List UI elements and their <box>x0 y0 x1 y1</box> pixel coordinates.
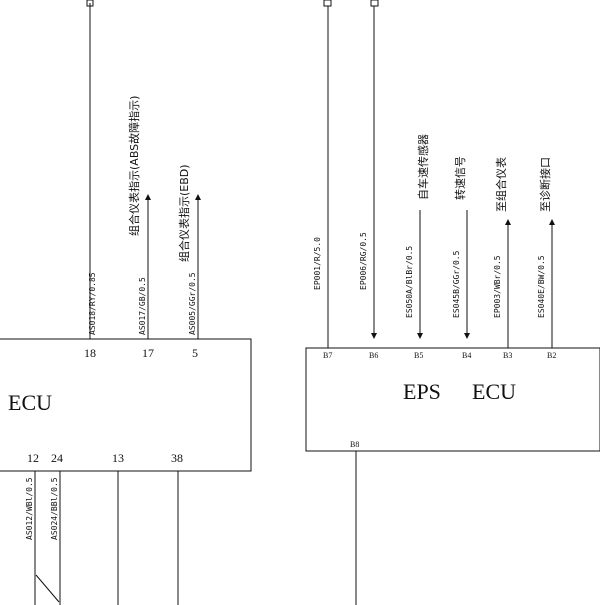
pin-5: 5 <box>192 346 198 360</box>
pin-b4: B4 <box>462 351 471 360</box>
abs-ecu-box <box>0 338 252 472</box>
wire-code-as024: AS024/BBl/0.5 <box>50 477 59 540</box>
eps-ecu-label-left: EPS <box>403 379 441 404</box>
pin-b2: B2 <box>547 351 556 360</box>
eps-ecu-box <box>305 347 600 452</box>
pin-b6: B6 <box>369 351 378 360</box>
pin-b3: B3 <box>503 351 512 360</box>
wire-code-es040e: ES040E/BW/0.5 <box>537 255 546 318</box>
wire-code-ep003: EP003/WBr/0.5 <box>493 255 502 318</box>
destination-abs-warning: 组合仪表指示(ABS故障指示) <box>127 96 141 236</box>
connector-terminal <box>86 0 94 7</box>
pin-24: 24 <box>51 451 63 465</box>
pin-b7: B7 <box>323 351 332 360</box>
connector-terminal <box>323 0 332 7</box>
destination-diagnostic-port: 至诊断接口 <box>538 157 552 212</box>
wire-code-ep006: EP006/RG/0.5 <box>359 232 368 290</box>
pin-18: 18 <box>84 346 96 360</box>
wire-code-es045b: ES045B/GGr/0.5 <box>452 250 461 318</box>
pin-b8: B8 <box>350 440 359 449</box>
twisted-pair-mark <box>35 574 60 603</box>
destination-ebd: 组合仪表指示(EBD) <box>177 164 191 262</box>
abs-ecu-label: ECU <box>8 390 52 415</box>
destination-speed-sensor: 自车速传感器 <box>416 134 430 200</box>
pin-17: 17 <box>142 346 154 360</box>
destination-rpm-signal: 转速信号 <box>453 156 467 200</box>
pin-12: 12 <box>27 451 39 465</box>
connector-terminal <box>370 0 379 7</box>
wire-code-ep001: EP001/R/5.0 <box>313 237 322 290</box>
wire-code-es050a: ES050A/BlBr/0.5 <box>405 246 414 318</box>
wire-code-as012: AS012/WBl/0.5 <box>25 477 34 540</box>
pin-13: 13 <box>112 451 124 465</box>
destination-instrument-cluster: 至组合仪表 <box>494 157 508 212</box>
pin-b5: B5 <box>414 351 423 360</box>
pin-38: 38 <box>171 451 183 465</box>
wire-code-as005: AS005/GGr/0.5 <box>188 272 197 335</box>
eps-ecu-label-right: ECU <box>472 379 516 404</box>
wire-code-as017: AS017/GB/0.5 <box>138 277 147 335</box>
wire-code-as018: AS018/RY/0.85 <box>88 272 97 335</box>
